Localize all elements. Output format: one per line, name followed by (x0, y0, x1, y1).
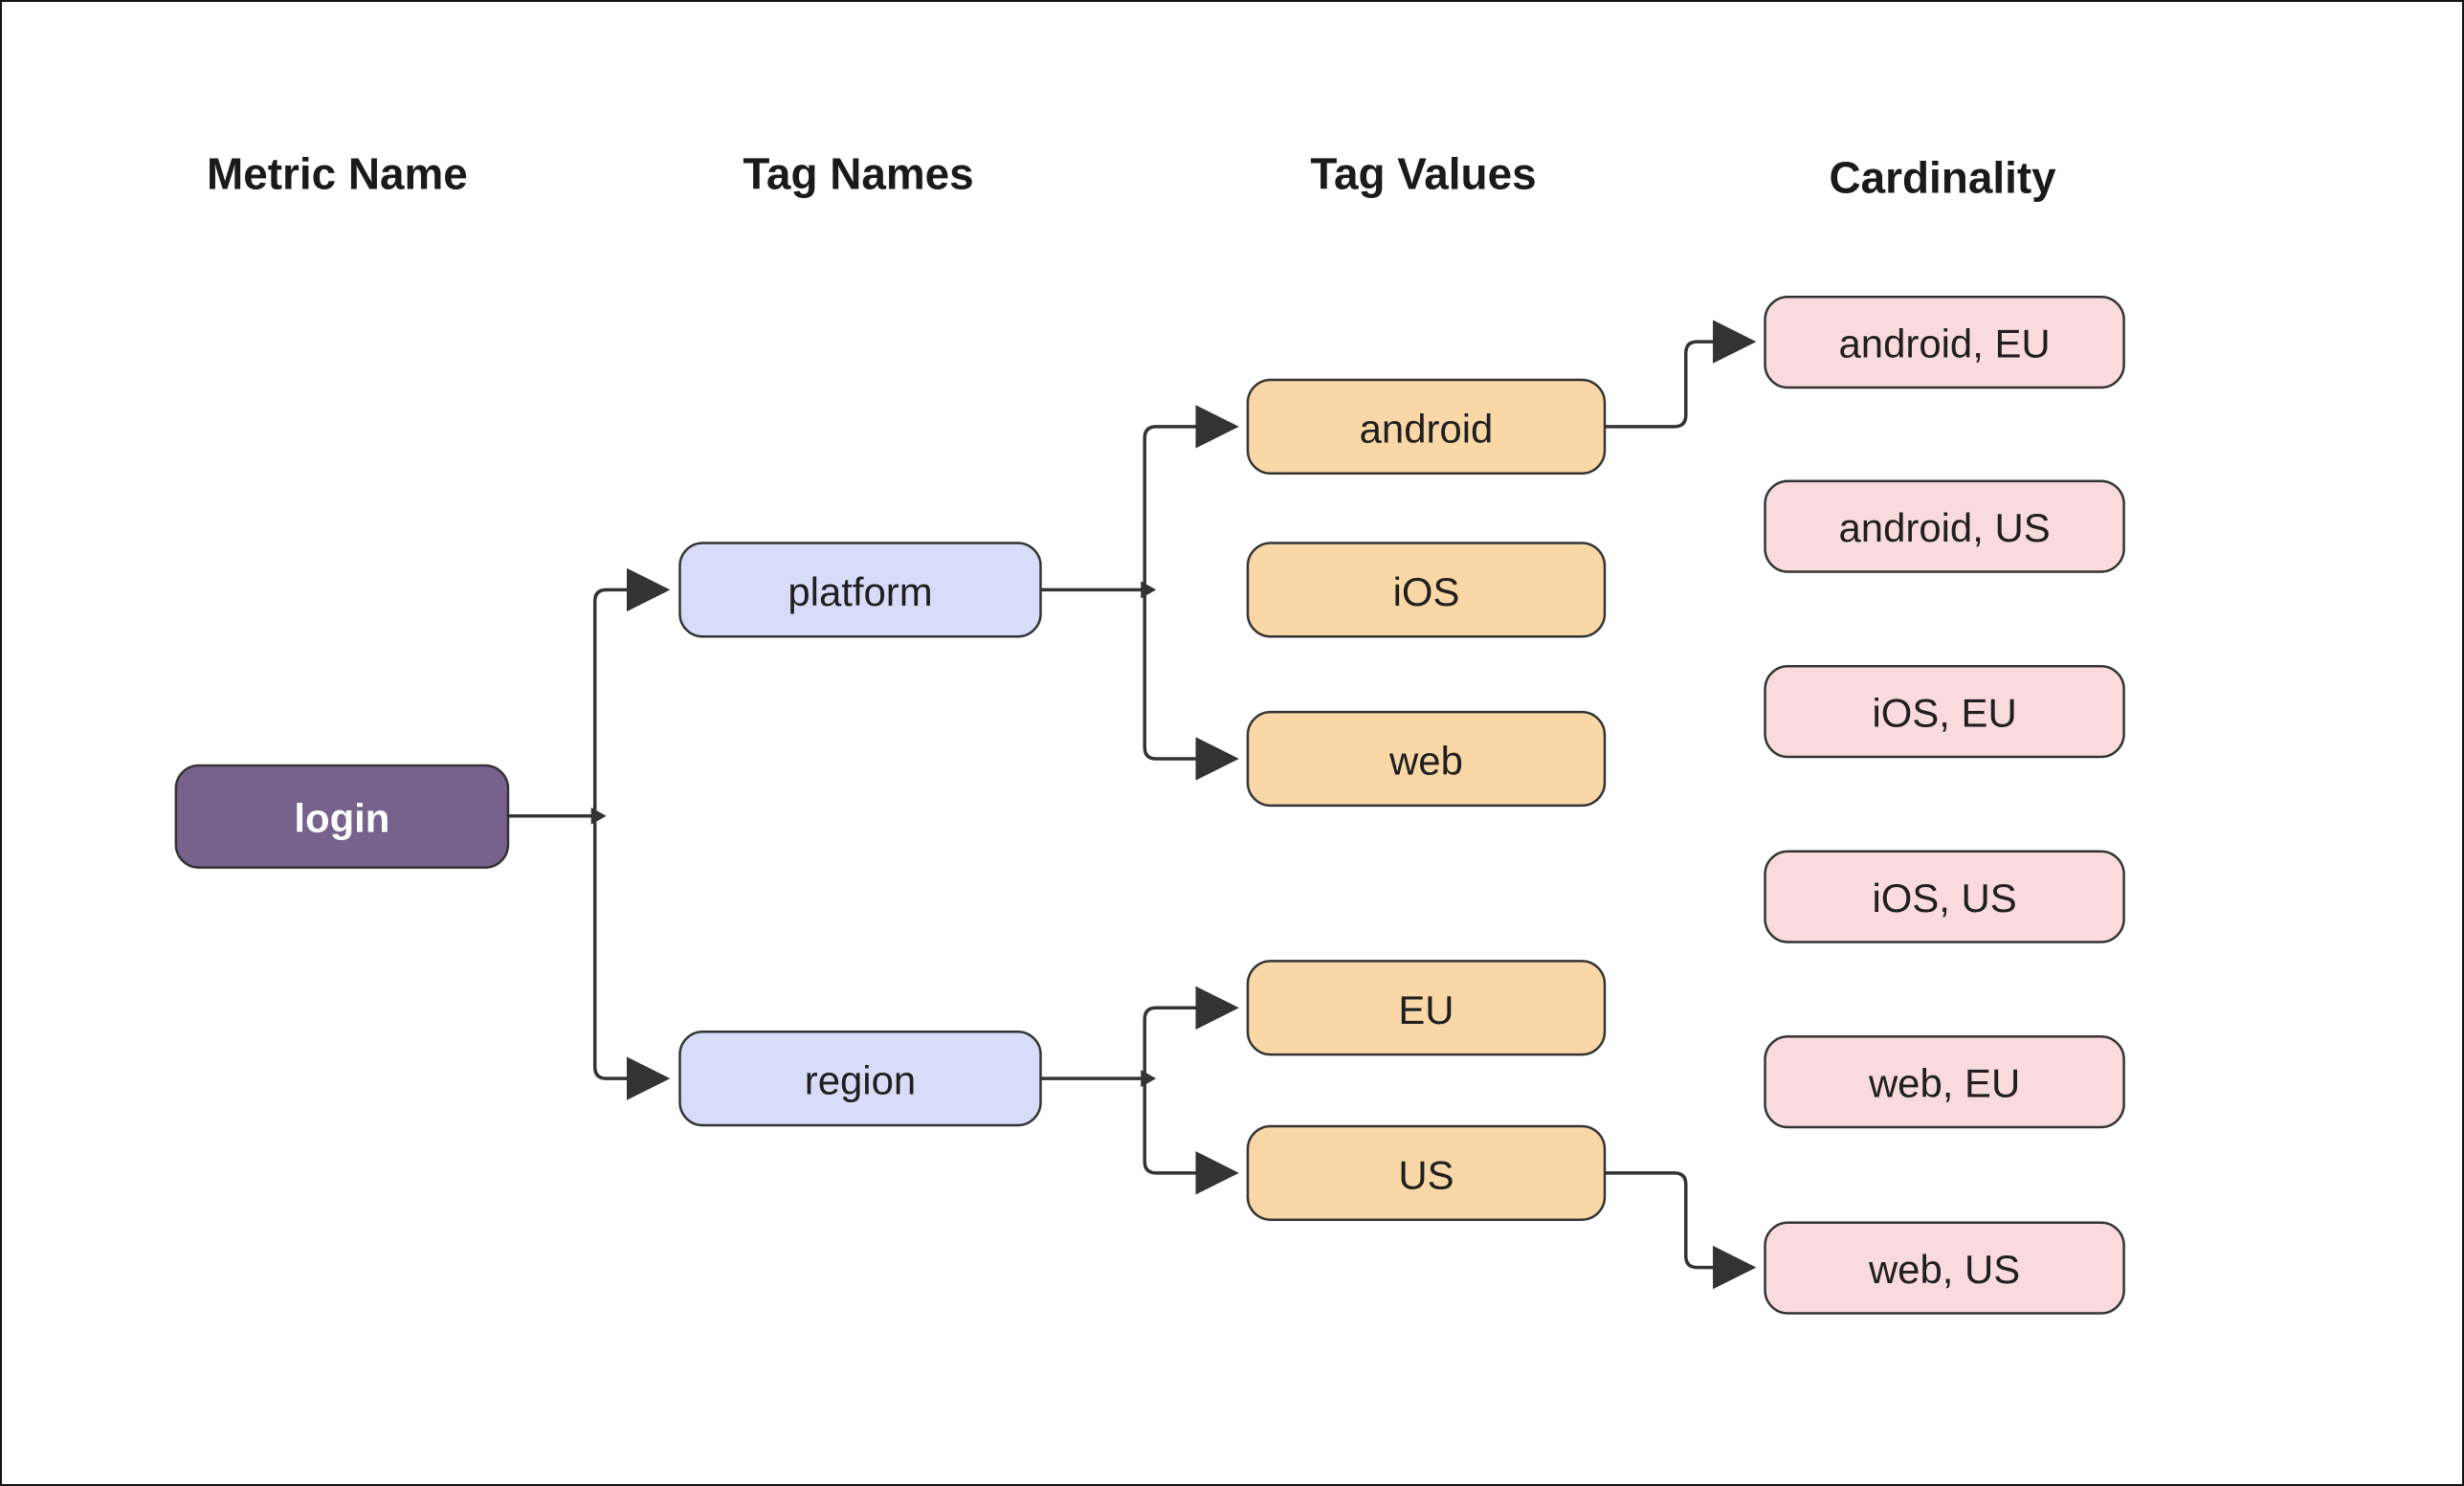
edge-platform-to-web (1143, 588, 1239, 781)
node-android-us-box (1764, 479, 2125, 573)
node-android-us: android, US (1764, 479, 2125, 573)
node-ios-box (1246, 542, 1607, 638)
edge-region-to-eu (1143, 986, 1239, 1080)
node-platform: platform (678, 542, 1042, 638)
node-ios-label: iOS (1393, 569, 1460, 614)
node-eu-label: EU (1398, 987, 1454, 1032)
column-headers: Metric Name Tag Names Tag Values Cardina… (207, 148, 2056, 202)
node-login-box (174, 764, 510, 869)
node-ios-eu-box (1764, 664, 2125, 759)
node-region-label: region (805, 1058, 916, 1103)
node-android-eu-box (1764, 295, 2125, 389)
node-web-us-label: web, US (1868, 1247, 2020, 1292)
node-login: login (174, 764, 510, 869)
edge-platform-to-android (1143, 405, 1239, 592)
node-android-eu: android, EU (1764, 295, 2125, 389)
node-web-label: web (1388, 738, 1463, 783)
node-ios-eu-label: iOS, EU (1872, 691, 2016, 736)
node-platform-box (678, 542, 1042, 638)
node-platform-label: platform (788, 569, 932, 614)
node-region: region (678, 1030, 1042, 1127)
node-ios: iOS (1246, 542, 1607, 638)
edges (506, 320, 1757, 1290)
node-web-eu-box (1764, 1034, 2125, 1129)
column-header-tag-values: Tag Values (1310, 148, 1536, 198)
node-android: android (1246, 378, 1607, 475)
node-android-label: android (1360, 406, 1494, 451)
node-login-label: login (294, 795, 389, 840)
node-ios-us-label: iOS, US (1872, 876, 2016, 920)
edge-us-to-web-us (1603, 1171, 1757, 1290)
node-ios-us-box (1764, 850, 2125, 943)
node-web-us: web, US (1764, 1221, 2125, 1315)
node-android-us-label: android, US (1839, 505, 2051, 550)
node-us: US (1246, 1124, 1607, 1221)
node-android-box (1246, 378, 1607, 475)
node-ios-us: iOS, US (1764, 850, 2125, 943)
edge-login-to-region (592, 814, 671, 1100)
node-ios-eu: iOS, EU (1764, 664, 2125, 759)
node-web: web (1246, 710, 1607, 808)
column-header-metric-name: Metric Name (207, 148, 468, 198)
edge-region-to-us (1143, 1076, 1239, 1195)
column-header-cardinality: Cardinality (1830, 152, 2057, 202)
node-web-eu-label: web, EU (1868, 1061, 2020, 1106)
node-us-box (1246, 1124, 1607, 1221)
column-header-tag-names: Tag Names (743, 148, 973, 198)
node-web-us-box (1764, 1221, 2125, 1315)
node-eu: EU (1246, 960, 1607, 1056)
node-eu-box (1246, 960, 1607, 1056)
node-android-eu-label: android, EU (1839, 322, 2051, 366)
node-region-box (678, 1030, 1042, 1127)
node-web-box (1246, 710, 1607, 808)
edge-login-to-platform (592, 567, 671, 818)
edge-android-to-android-eu (1603, 320, 1757, 429)
node-web-eu: web, EU (1764, 1034, 2125, 1129)
node-us-label: US (1398, 1152, 1454, 1197)
